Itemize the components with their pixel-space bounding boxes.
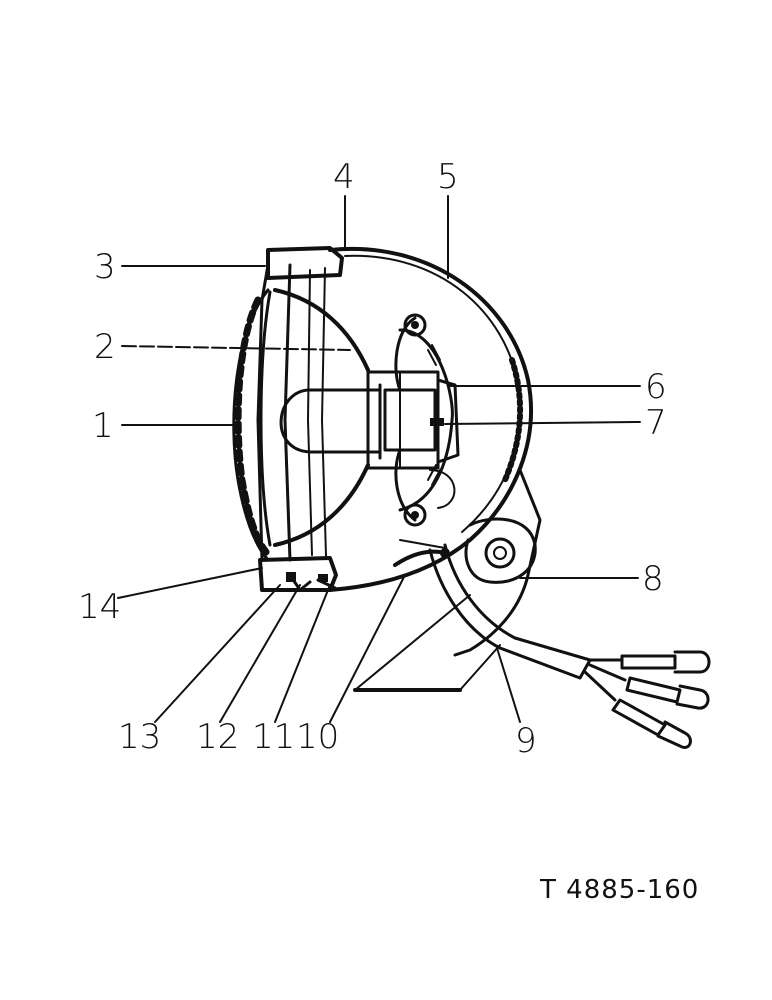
mounting-bracket — [439, 468, 542, 657]
front-rim — [256, 246, 344, 592]
leader-12 — [219, 584, 301, 723]
drawing-code: T 4885-160 — [539, 875, 699, 905]
callout-6: 6 — [645, 367, 667, 407]
callout-9: 9 — [515, 721, 537, 761]
leader-14 — [117, 567, 263, 599]
callout-5: 5 — [437, 157, 459, 197]
callout-10: 10 — [296, 717, 339, 757]
callout-7: 7 — [645, 403, 667, 443]
callout-13: 13 — [118, 717, 161, 757]
callout-4: 4 — [333, 157, 355, 197]
leader-2 — [121, 345, 351, 351]
reflector — [259, 288, 370, 547]
leader-9 — [496, 647, 521, 723]
bulb — [279, 383, 382, 460]
leader-13 — [154, 584, 281, 723]
leader-lines — [117, 195, 641, 723]
callout-8: 8 — [642, 559, 664, 599]
leader-11 — [274, 584, 331, 723]
callout-14: 14 — [78, 587, 121, 627]
loose-strap — [353, 594, 501, 692]
retaining-spring — [394, 313, 456, 527]
callout-1: 1 — [92, 406, 114, 446]
callout-11: 11 — [252, 717, 295, 757]
callout-3: 3 — [94, 247, 116, 287]
lens — [232, 288, 270, 562]
cable-assembly — [399, 539, 711, 749]
callout-12: 12 — [196, 717, 239, 757]
callout-2: 2 — [94, 327, 116, 367]
leader-7 — [444, 421, 641, 425]
housing-shell — [328, 246, 533, 592]
callout-labels: 1 2 3 4 5 6 7 8 9 10 11 12 13 14 — [78, 157, 667, 761]
leader-10 — [329, 574, 406, 723]
